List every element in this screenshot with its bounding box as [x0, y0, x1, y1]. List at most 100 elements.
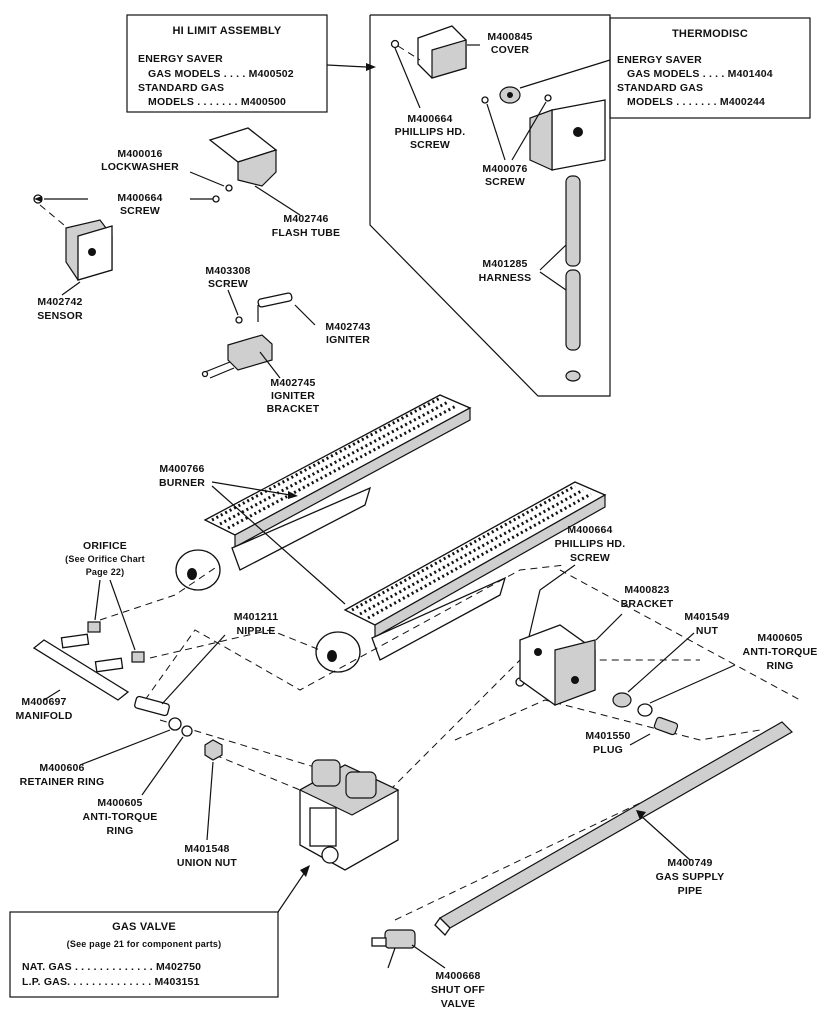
limit-bracket [529, 99, 606, 171]
burner-part-number: M400766 [159, 463, 204, 475]
hi-limit-callout-frame [369, 14, 611, 397]
nipple-label: NIPPLE [236, 625, 275, 637]
nut-label: NUT [696, 625, 719, 637]
thermodisc-line2: GAS MODELS . . . . M401404 [627, 68, 773, 80]
hi-limit-line2: GAS MODELS . . . . M400502 [148, 68, 294, 80]
gas-valve-lp: L.P. GAS. . . . . . . . . . . . . . M403… [22, 976, 200, 988]
anti-torque-2-part-number: M400605 [97, 797, 142, 809]
bracket-part [519, 624, 596, 706]
gas-valve-nat: NAT. GAS . . . . . . . . . . . . . M4027… [22, 961, 201, 973]
hi-limit-arrowhead [366, 63, 376, 71]
orifice-part-b [131, 651, 145, 663]
hi-limit-line4: MODELS . . . . . . . M400500 [148, 96, 286, 108]
bracket-part-number: M400823 [624, 584, 669, 596]
supply-pipe-label-b: PIPE [678, 885, 703, 897]
anti-torque-2-label-a: ANTI-TORQUE [83, 811, 158, 823]
thermodisc-line4: MODELS . . . . . . . M400244 [627, 96, 765, 108]
igniter-part-number: M402743 [325, 321, 370, 333]
orifice-part-a [87, 621, 101, 633]
hi-limit-pointer [326, 64, 367, 68]
gas-supply-pipe-part [434, 721, 793, 937]
orifice-note-2: Page 22) [86, 567, 125, 577]
gas-valve-note: (See page 21 for component parts) [67, 939, 222, 949]
retainer-ring-part [168, 717, 182, 731]
orifice-note-1: (See Orifice Chart [65, 554, 145, 564]
screw-664-label: SCREW [120, 205, 160, 217]
igniter-bracket-part [201, 334, 273, 379]
screw-76-label: SCREW [485, 176, 525, 188]
thermodisc-pointer [519, 59, 611, 89]
harness-part-number: M401285 [482, 258, 527, 270]
flash-tube-part [208, 127, 278, 187]
sensor-label: SENSOR [37, 310, 83, 322]
nut-part [612, 692, 632, 708]
retainer-part-number: M400606 [39, 762, 84, 774]
phillips-2-label-a: PHILLIPS HD. [555, 538, 626, 550]
thermodisc-title: THERMODISC [672, 28, 748, 40]
nipple-part-number: M401211 [234, 611, 279, 623]
igniter-part [257, 292, 293, 322]
hi-limit-cover [417, 25, 467, 79]
sensor-part [65, 219, 113, 281]
plug-part-number: M401550 [585, 730, 630, 742]
burner-lower [315, 481, 607, 673]
hi-limit-line1: ENERGY SAVER [138, 53, 223, 65]
flash-tube-part-number: M402746 [283, 213, 328, 225]
hi-limit-title: HI LIMIT ASSEMBLY [173, 25, 282, 37]
supply-pipe-part-number: M400749 [667, 857, 712, 869]
retainer-label: RETAINER RING [20, 776, 105, 788]
phillips-1-label-a: PHILLIPS HD. [395, 126, 466, 138]
screw-664-b [212, 195, 220, 203]
screw-308-part-number: M403308 [205, 265, 250, 277]
igniter-bracket-label-a: IGNITER [271, 390, 315, 402]
anti-torque-2-label-b: RING [106, 825, 133, 837]
nipple-part [134, 695, 170, 717]
harness-part [565, 175, 581, 382]
gas-valve-box: GAS VALVE (See page 21 for component par… [9, 911, 279, 998]
phillips-1-part-number: M400664 [407, 113, 452, 125]
union-nut-label: UNION NUT [177, 857, 238, 869]
burner-label: BURNER [159, 477, 205, 489]
screw-308-label: SCREW [208, 278, 248, 290]
phillips-2-part-number: M400664 [567, 524, 612, 536]
orifice-label: ORIFICE [83, 540, 127, 552]
manifold-label: MANIFOLD [15, 710, 72, 722]
lockwasher-part-number: M400016 [117, 148, 162, 160]
manifold-part-number: M400697 [21, 696, 66, 708]
screw-76-part-number: M400076 [482, 163, 527, 175]
cover-part-number: M400845 [487, 31, 532, 43]
shut-off-part-number: M400668 [435, 970, 480, 982]
cover-label: COVER [491, 44, 530, 56]
plug-label: PLUG [593, 744, 623, 756]
igniter-bracket-label-b: BRACKET [267, 403, 320, 415]
igniter-bracket-part-number: M402745 [270, 377, 315, 389]
union-nut-part-number: M401548 [184, 843, 229, 855]
anti-torque-1-part-number: M400605 [757, 632, 802, 644]
hi-limit-assembly-box: HI LIMIT ASSEMBLY ENERGY SAVER GAS MODEL… [126, 14, 328, 113]
bracket-label: BRACKET [621, 598, 674, 610]
sensor-part-number: M402742 [37, 296, 82, 308]
gas-valve-part [298, 759, 400, 871]
igniter-label: IGNITER [326, 334, 370, 346]
plug-part [653, 716, 679, 736]
anti-torque-ring-1 [637, 703, 653, 717]
phillips-1-label-b: SCREW [410, 139, 450, 151]
screw-76-b [544, 94, 552, 102]
phillips-1-leader [394, 47, 421, 109]
phillips-2-label-b: SCREW [570, 552, 610, 564]
thermodisc-line3: STANDARD GAS [617, 82, 703, 94]
manifold-part [32, 633, 130, 701]
gas-valve-title: GAS VALVE [112, 921, 176, 933]
harness-label: HARNESS [479, 272, 532, 284]
screw-308-part [235, 316, 243, 324]
anti-torque-ring-2 [181, 725, 193, 737]
shut-off-valve-part [371, 929, 416, 969]
screw-664-part-number: M400664 [117, 192, 162, 204]
gas-valve-pointer [277, 871, 306, 913]
hi-limit-line3: STANDARD GAS [138, 82, 224, 94]
thermodisc-part [499, 86, 521, 104]
lockwasher-label: LOCKWASHER [101, 161, 179, 173]
anti-torque-1-label-b: RING [766, 660, 793, 672]
lockwasher-part [225, 184, 233, 192]
